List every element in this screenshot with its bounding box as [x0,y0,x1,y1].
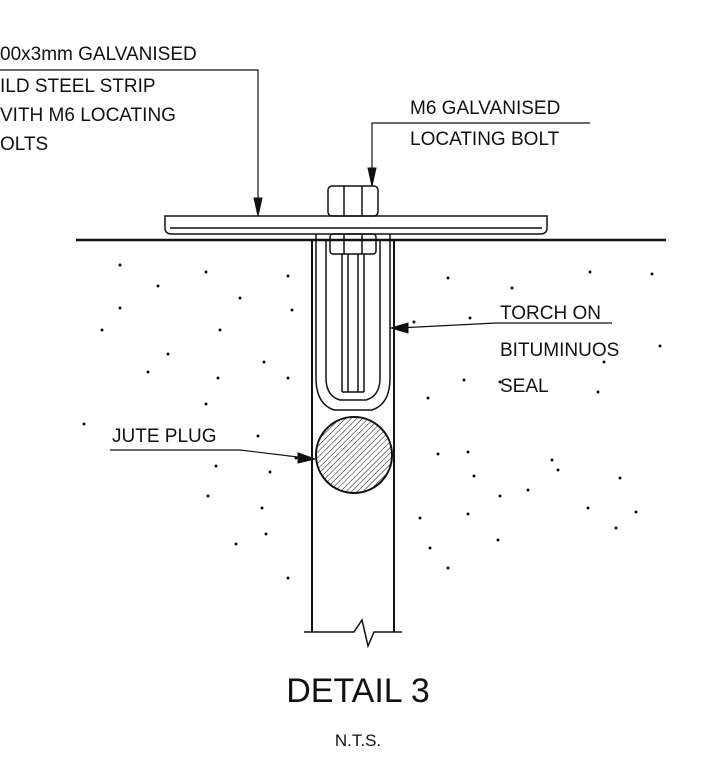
seal-label-line-2: BITUMINUOS [500,340,619,361]
steel-strip [164,215,548,235]
seal-label-line-1: TORCH ON [500,303,601,324]
strip-label-line-4: OLTS [0,134,48,155]
bitumen-seal [315,234,391,411]
detail-title: DETAIL 3 [286,672,430,710]
plug-leader [110,449,317,464]
bolt-label-line-1: M6 GALVANISED [410,98,560,119]
locating-bolt [327,185,379,393]
bolt-label-line-2: LOCATING BOLT [410,129,560,150]
bolt-leader [367,122,590,187]
strip-label-line-3: VITH M6 LOCATING [0,105,176,126]
strip-label-line-1: 00x3mm GALVANISED [0,44,197,65]
strip-label-line-2: ILD STEEL STRIP [0,76,156,97]
scale-note: N.T.S. [335,731,381,750]
joint-slot [304,240,402,649]
jute-plug [315,416,393,494]
seal-leader [389,322,612,334]
seal-label-line-3: SEAL [500,376,549,397]
strip-leader [0,69,263,217]
plug-label: JUTE PLUG [112,426,217,447]
concrete-stipple [82,263,662,580]
